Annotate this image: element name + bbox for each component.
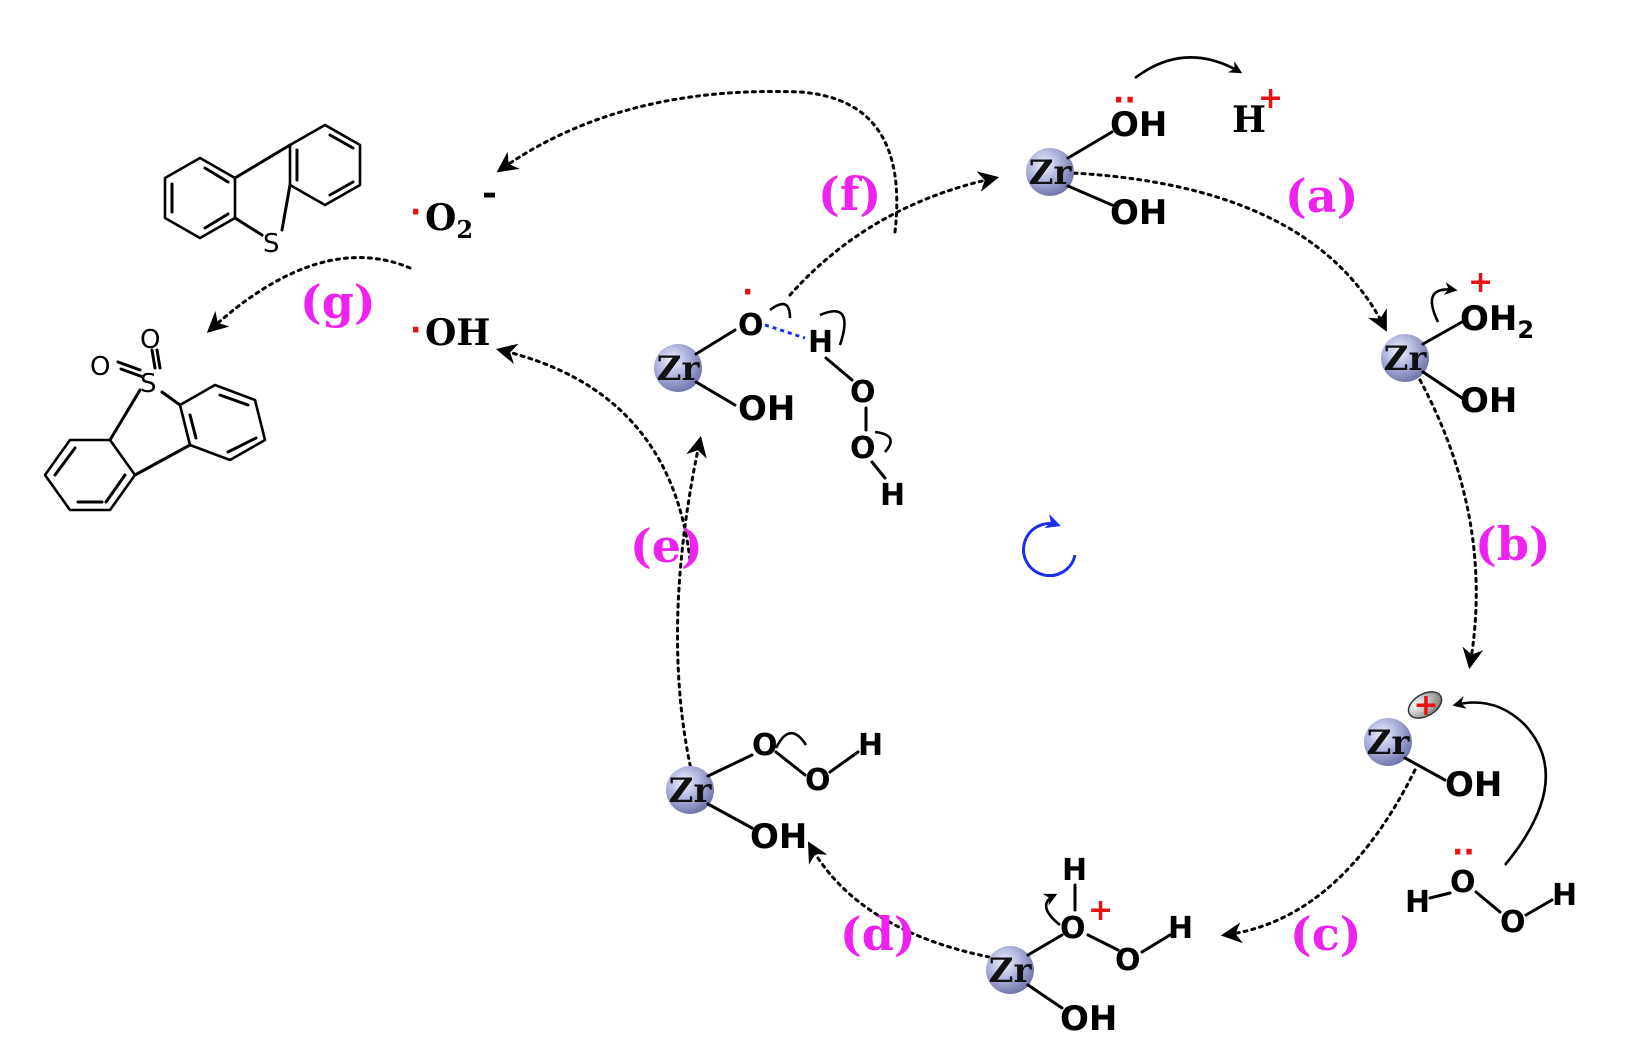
o-atom: O [850,431,876,466]
step-label-c: (c) [1290,907,1362,961]
step-label-b: (b) [1475,517,1551,571]
electron-arrow [769,302,792,319]
oh-group: OH [750,817,807,857]
step-label-f: (f) [818,167,881,221]
radical-dot: · [742,275,753,310]
radical-dot: · [410,195,421,230]
arc-b [1418,378,1484,670]
curved-arrow [1430,282,1458,323]
charge-plus: + [1413,688,1438,723]
o-atom: O [738,308,764,343]
curved-arrow-proton-loss [1134,56,1243,80]
zr-sphere [1381,334,1429,382]
zr-label: Zr [1367,723,1411,763]
electron-arrow [819,310,846,346]
cycle-arcs [676,170,1484,962]
h-atom: H [808,325,833,360]
h-atom: H [1552,878,1577,913]
step-label-d: (d) [840,907,916,961]
arc-e [676,435,707,807]
zr-label: Zr [1029,153,1073,193]
hydrogen-peroxide-free: H O ·· O H [1405,835,1577,940]
intermediate-zr-dihydroxide: Zr OH ·· OH H + [1026,56,1283,233]
arrow-to-hydroxyl [495,343,692,562]
h-atom: H [880,478,905,513]
h-atom: H [1168,911,1193,946]
zr-sphere [1364,718,1412,766]
o-atom: O [1060,911,1086,946]
charge-plus: + [1088,893,1113,928]
sulfone-oxygen: O [140,325,160,355]
reactive-oxygen-species: · O2 - · OH [410,172,497,354]
o-atom: O [1450,865,1476,900]
o-atom: O [752,728,778,763]
h-atom: H [1062,853,1087,888]
side-pathways [206,90,899,562]
curved-arrow [1042,893,1061,927]
intermediate-zr-oxyl-radical: Zr O · H O O H OH [654,275,905,513]
oh-group: OH [1060,999,1117,1039]
step-label-e: (e) [630,519,703,573]
dibenzothiophene-sulfone-molecule: S O O [43,325,267,512]
oh2-group: OH2 [1460,299,1534,344]
step-label-a: (a) [1285,169,1358,223]
step-labels: (a) (b) (c) (d) (e) (f) (g) [300,167,1551,961]
sulfur-atom: S [140,369,157,399]
intermediate-zr-peroxo-adduct: Zr O + H O H OH [986,853,1193,1039]
charge-minus: - [482,172,497,214]
benzene-ring-left [43,438,137,512]
zr-label: Zr [657,349,701,389]
bond-cleavage-arrow [774,731,808,749]
hydroxyl-radical: OH [425,312,490,354]
o-atom: O [850,375,876,410]
superoxide-radical: O2 [425,197,473,244]
curved-arrow-nucleophilic-attack [1452,696,1548,866]
proton-species: H [1232,99,1266,141]
arc-f [788,171,1000,297]
charge-plus: + [1258,81,1283,116]
zr-sphere [654,344,702,392]
o-atom: O [805,763,831,798]
arrow-g-oxidation [206,256,412,333]
charge-plus: + [1468,265,1493,300]
zr-label: Zr [669,771,713,811]
zr-sphere [666,766,714,814]
sulfone-oxygen: O [90,352,110,382]
oh-group: OH [1110,193,1167,233]
arrow-to-superoxide [496,90,899,234]
h-atom: H [1405,885,1430,920]
lone-pair: ·· [1113,83,1136,118]
o-atom: O [1500,905,1526,940]
intermediate-zr-cation: Zr + OH [1364,688,1548,866]
step-label-g: (g) [300,275,376,329]
hydrogen-bond [764,323,806,340]
empty-orbital-lobe [1407,691,1443,719]
dibenzothiophene-molecule: S [163,123,362,259]
oh-group: OH [738,389,795,429]
h-atom: H [858,728,883,763]
oh-group: OH [1445,765,1502,805]
benzene-ring-left [163,156,237,240]
intermediate-zr-aqua: Zr OH2 + OH [1381,265,1534,421]
oh-group: OH [1460,381,1517,421]
arc-a [1048,170,1387,332]
radical-dot: · [410,313,421,348]
benzene-ring-right [288,123,362,207]
o-atom: O [1115,943,1141,978]
oh-group: OH [1110,105,1167,145]
arc-d [807,841,1007,962]
zr-label: Zr [989,951,1033,991]
arc-c [1220,768,1417,944]
zr-sphere [986,946,1034,994]
cycle-direction-icon [1022,514,1077,578]
lone-pair: ·· [1452,835,1475,870]
zr-label: Zr [1384,339,1428,379]
electron-arrow [874,430,892,453]
zr-sphere [1026,148,1074,196]
sulfur-atom: S [263,229,280,259]
intermediate-zr-hydroperoxo: Zr O O H OH [666,728,883,857]
